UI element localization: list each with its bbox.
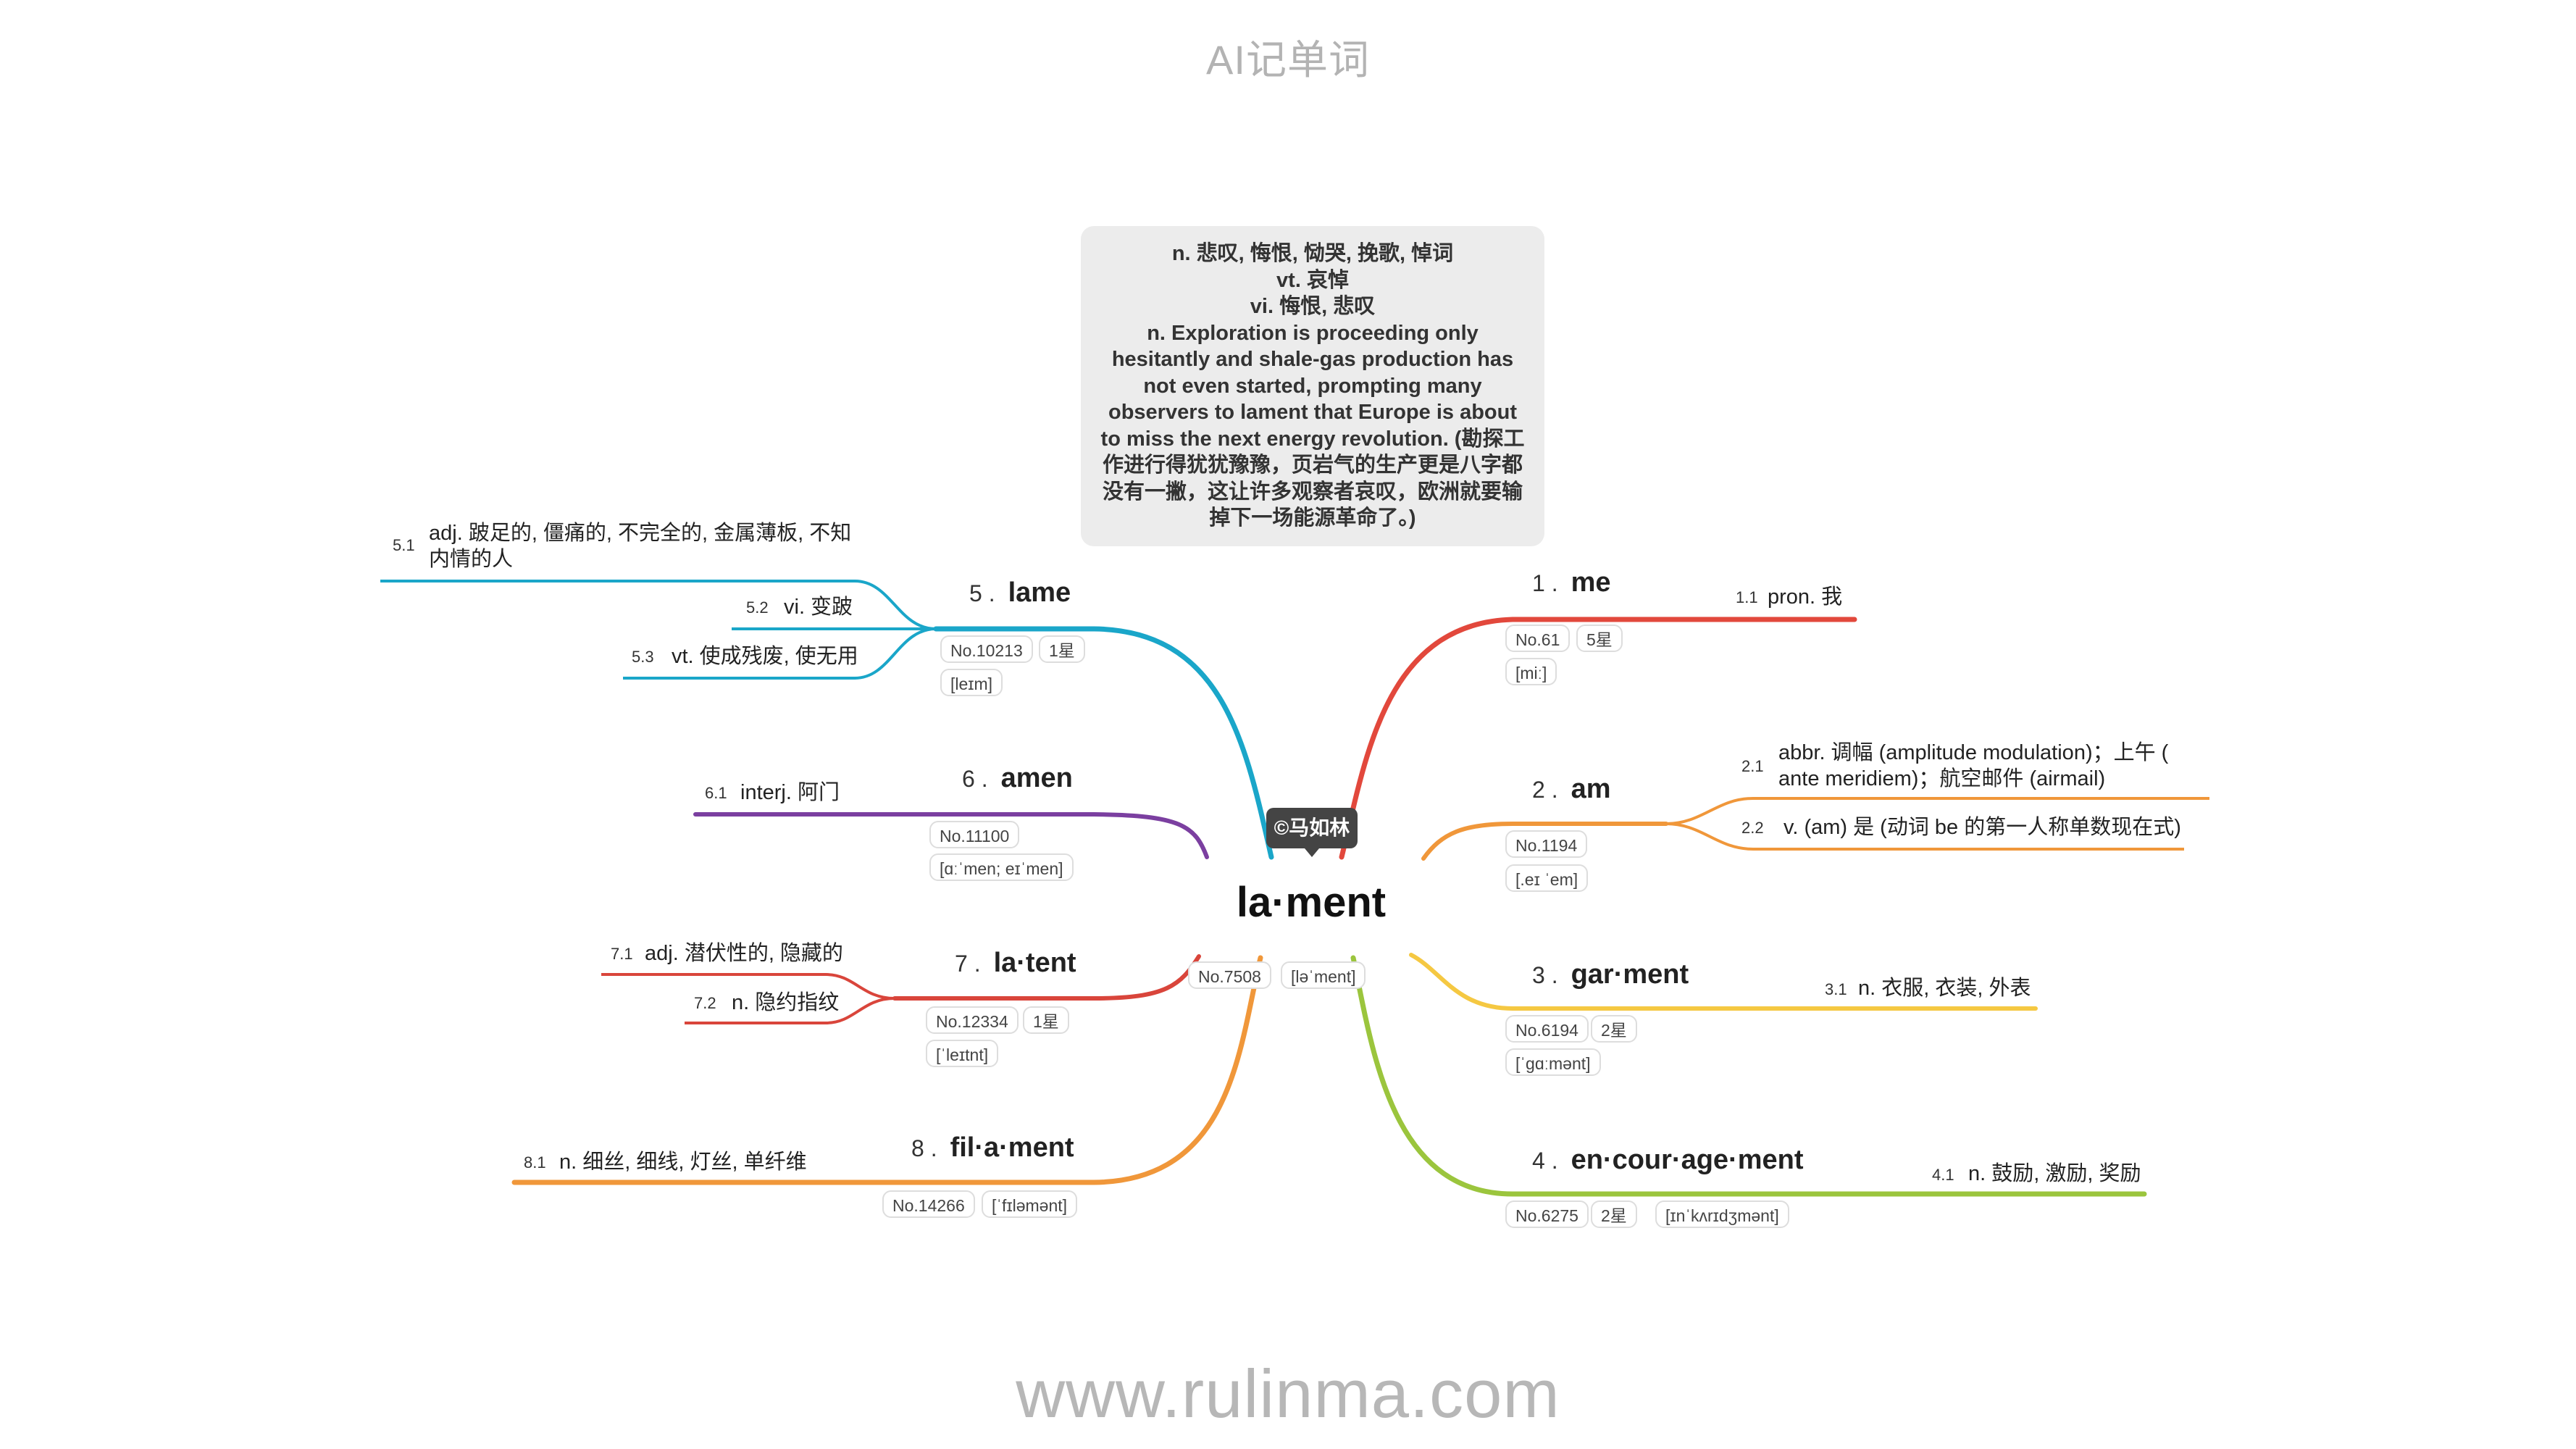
branch-6-number-tag: No.11100 (929, 821, 1020, 848)
sense-1-1: pron. 我 (1768, 585, 1843, 609)
branch-word: lame (1008, 577, 1071, 608)
sense-2-2-number: 2.2 (1741, 819, 1764, 837)
sense-5-2: vi. 变跛 (784, 596, 853, 619)
branch-5-number-tag: No.10213 (940, 635, 1033, 663)
branch-number: 2 . (1532, 777, 1558, 803)
sense-5-3-number: 5.3 (632, 648, 654, 666)
branch-4-title[interactable]: 4 . en·cour·age·ment (1532, 1145, 1804, 1176)
branch-4-stars-tag: 2星 (1591, 1200, 1637, 1228)
sense-8-1-number: 8.1 (524, 1153, 546, 1172)
branch-word: la·tent (993, 948, 1076, 978)
branch-word: fil·a·ment (950, 1132, 1074, 1163)
branch-7-title[interactable]: 7 . la·tent (955, 948, 1076, 979)
copyright-badge: ©马如林 (1266, 808, 1358, 857)
sense-6-1-number: 6.1 (705, 784, 727, 802)
branch-8-number-tag: No.14266 (882, 1190, 975, 1218)
sense-2-1-number: 2.1 (1741, 757, 1764, 775)
branch-number: 1 . (1532, 570, 1558, 596)
branch-5-stars-tag: 1星 (1039, 635, 1085, 663)
branch-7-stars-tag: 1星 (1023, 1006, 1069, 1034)
sense-7-2-number: 7.2 (694, 994, 716, 1012)
link-branch-1 (1339, 617, 1857, 860)
sense-4-1-number: 4.1 (1932, 1166, 1954, 1184)
branch-3-title[interactable]: 3 . gar·ment (1532, 959, 1689, 990)
sense-2-1: abbr. 调幅 (amplitude modulation)；上午 ( ant… (1778, 741, 2169, 790)
sense-7-1-number: 7.1 (611, 945, 633, 963)
note-line: n. 悲叹, 悔恨, 恸哭, 挽歌, 悼词 (1171, 242, 1454, 265)
note-line: n. Exploration is proceeding only hesita… (1100, 321, 1525, 530)
branch-4-number-tag: No.6275 (1505, 1200, 1589, 1228)
footer-url[interactable]: www.rulinma.com (1016, 1356, 1560, 1432)
app-title: AI记单词 (1206, 37, 1370, 83)
branch-7-number-tag: No.12334 (926, 1006, 1019, 1034)
branch-8-phonetic-tag: [ˈfɪləmənt] (982, 1190, 1078, 1218)
branch-word: amen (1000, 763, 1073, 793)
branch-3-number-tag: No.6194 (1505, 1015, 1589, 1043)
branch-word: gar·ment (1571, 959, 1689, 990)
branch-6-phonetic-tag: [ɑːˈmen; eɪˈmen] (929, 853, 1074, 881)
branch-2-phonetic-tag: [.eɪ ˈem] (1505, 864, 1589, 892)
branch-word: am (1571, 774, 1611, 804)
sense-5-1-number: 5.1 (393, 536, 415, 554)
branch-4-phonetic-tag: [ɪnˈkʌrɪdʒmənt] (1655, 1200, 1789, 1228)
branch-2-number-tag: No.1194 (1505, 830, 1588, 858)
branch-number: 7 . (955, 951, 981, 977)
branch-1-number-tag: No.61 (1505, 625, 1571, 652)
sense-5-2-number: 5.2 (746, 598, 769, 617)
sense-4-1: n. 鼓励, 激励, 奖励 (1968, 1162, 2141, 1185)
branch-6-title[interactable]: 6 . amen (962, 763, 1073, 794)
branch-3-phonetic-tag: [ˈɡɑːmənt] (1505, 1048, 1601, 1076)
root-number-tag: No.7508 (1188, 961, 1271, 989)
branch-5-title[interactable]: 5 . lame (969, 577, 1071, 609)
sense-7-1: adj. 潜伏性的, 隐藏的 (645, 942, 843, 965)
branch-1-title[interactable]: 1 . me (1532, 567, 1611, 598)
sense-3-1-number: 3.1 (1825, 980, 1847, 998)
branch-number: 6 . (962, 766, 988, 792)
root-word[interactable]: la·ment (1236, 879, 1387, 926)
branch-number: 3 . (1532, 962, 1558, 988)
branch-word: me (1571, 567, 1611, 598)
sense-2-2: v. (am) 是 (动词 be 的第一人称单数现在式) (1783, 816, 2181, 839)
branch-2-title[interactable]: 2 . am (1532, 774, 1611, 805)
branch-1-phonetic-tag: [miː] (1505, 658, 1557, 685)
sense-7-2: n. 隐约指纹 (732, 991, 840, 1014)
branch-8-title[interactable]: 8 . fil·a·ment (911, 1132, 1074, 1164)
note-line: vi. 悔恨, 悲叹 (1250, 295, 1376, 318)
branch-number: 8 . (911, 1135, 937, 1161)
sense-1-1-number: 1.1 (1736, 588, 1758, 606)
sense-8-1: n. 细丝, 细线, 灯丝, 单纤维 (559, 1151, 807, 1174)
sense-6-1: interj. 阿门 (740, 781, 840, 804)
branch-7-phonetic-tag: [ˈleɪtnt] (926, 1040, 999, 1067)
branch-5-phonetic-tag: [leɪm] (940, 669, 1003, 696)
root-note: n. 悲叹, 悔恨, 恸哭, 挽歌, 悼词 vt. 哀悼 vi. 悔恨, 悲叹 … (1081, 226, 1544, 546)
branch-word: en·cour·age·ment (1571, 1145, 1804, 1175)
branch-number: 4 . (1532, 1148, 1558, 1174)
branch-3-stars-tag: 2星 (1591, 1015, 1637, 1043)
root-phonetic-tag: [ləˈment] (1281, 961, 1366, 989)
sense-5-1: adj. 跛足的, 僵痛的, 不完全的, 金属薄板, 不知内情的人 (429, 522, 852, 571)
note-line: vt. 哀悼 (1276, 268, 1349, 292)
branch-1-stars-tag: 5星 (1576, 625, 1623, 652)
sense-3-1: n. 衣服, 衣装, 外表 (1858, 977, 2031, 1000)
branch-number: 5 . (969, 580, 995, 606)
sense-5-3: vt. 使成残废, 使无用 (672, 645, 858, 668)
